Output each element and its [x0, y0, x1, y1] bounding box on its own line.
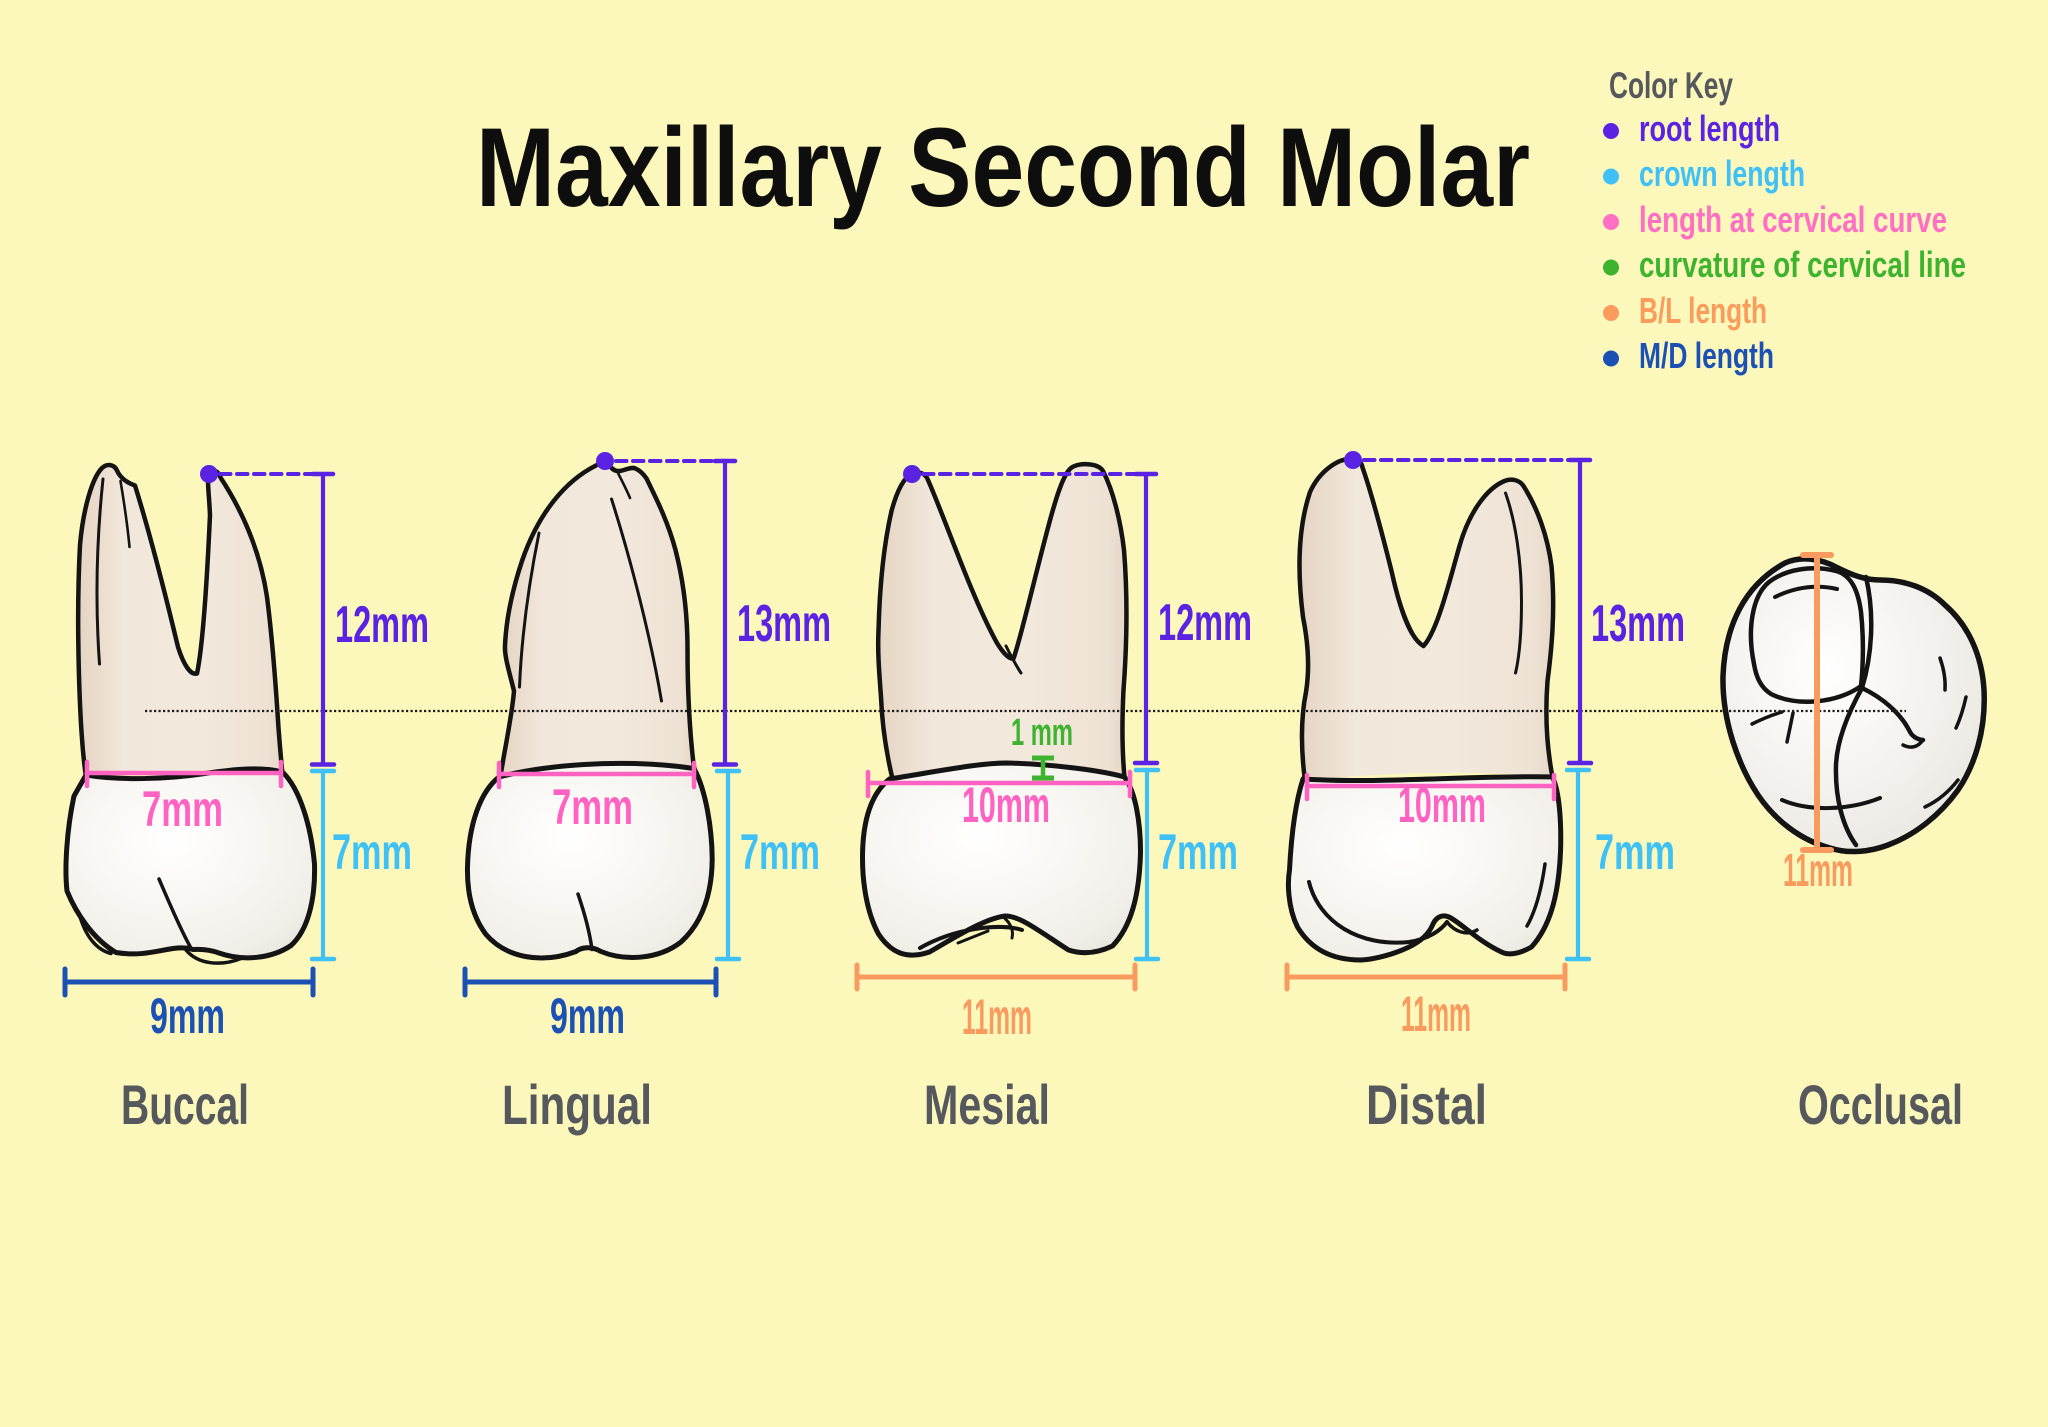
svg-text:1 mm: 1 mm [1011, 712, 1073, 754]
svg-text:13mm: 13mm [737, 595, 831, 653]
svg-text:root length: root length [1639, 108, 1780, 149]
svg-text:Distal: Distal [1366, 1073, 1487, 1136]
svg-text:B/L length: B/L length [1639, 290, 1767, 331]
svg-text:crown length: crown length [1639, 153, 1805, 194]
svg-text:12mm: 12mm [335, 596, 429, 654]
svg-text:9mm: 9mm [550, 988, 625, 1044]
svg-text:13mm: 13mm [1591, 595, 1685, 653]
svg-text:10mm: 10mm [1398, 777, 1486, 833]
svg-text:7mm: 7mm [332, 824, 412, 880]
svg-text:10mm: 10mm [962, 777, 1050, 833]
svg-text:7mm: 7mm [552, 779, 633, 835]
svg-text:12mm: 12mm [1158, 594, 1252, 652]
svg-text:Occlusal: Occlusal [1798, 1073, 1963, 1136]
svg-text:M/D length: M/D length [1639, 335, 1774, 376]
svg-text:7mm: 7mm [740, 824, 820, 880]
svg-text:Color Key: Color Key [1609, 65, 1733, 106]
svg-text:11mm: 11mm [1783, 844, 1853, 896]
svg-text:9mm: 9mm [150, 988, 225, 1044]
svg-text:7mm: 7mm [1595, 824, 1675, 880]
svg-text:length at cervical curve: length at cervical curve [1639, 199, 1947, 240]
svg-text:Mesial: Mesial [924, 1073, 1050, 1136]
svg-text:Maxillary Second Molar: Maxillary Second Molar [476, 105, 1530, 230]
svg-text:Lingual: Lingual [502, 1073, 652, 1136]
svg-text:11mm: 11mm [1401, 986, 1471, 1042]
svg-text:curvature of cervical line: curvature of cervical line [1639, 244, 1966, 285]
svg-text:7mm: 7mm [142, 781, 223, 837]
svg-text:7mm: 7mm [1158, 824, 1238, 880]
svg-text:Buccal: Buccal [121, 1073, 249, 1136]
svg-text:11mm: 11mm [962, 989, 1032, 1045]
